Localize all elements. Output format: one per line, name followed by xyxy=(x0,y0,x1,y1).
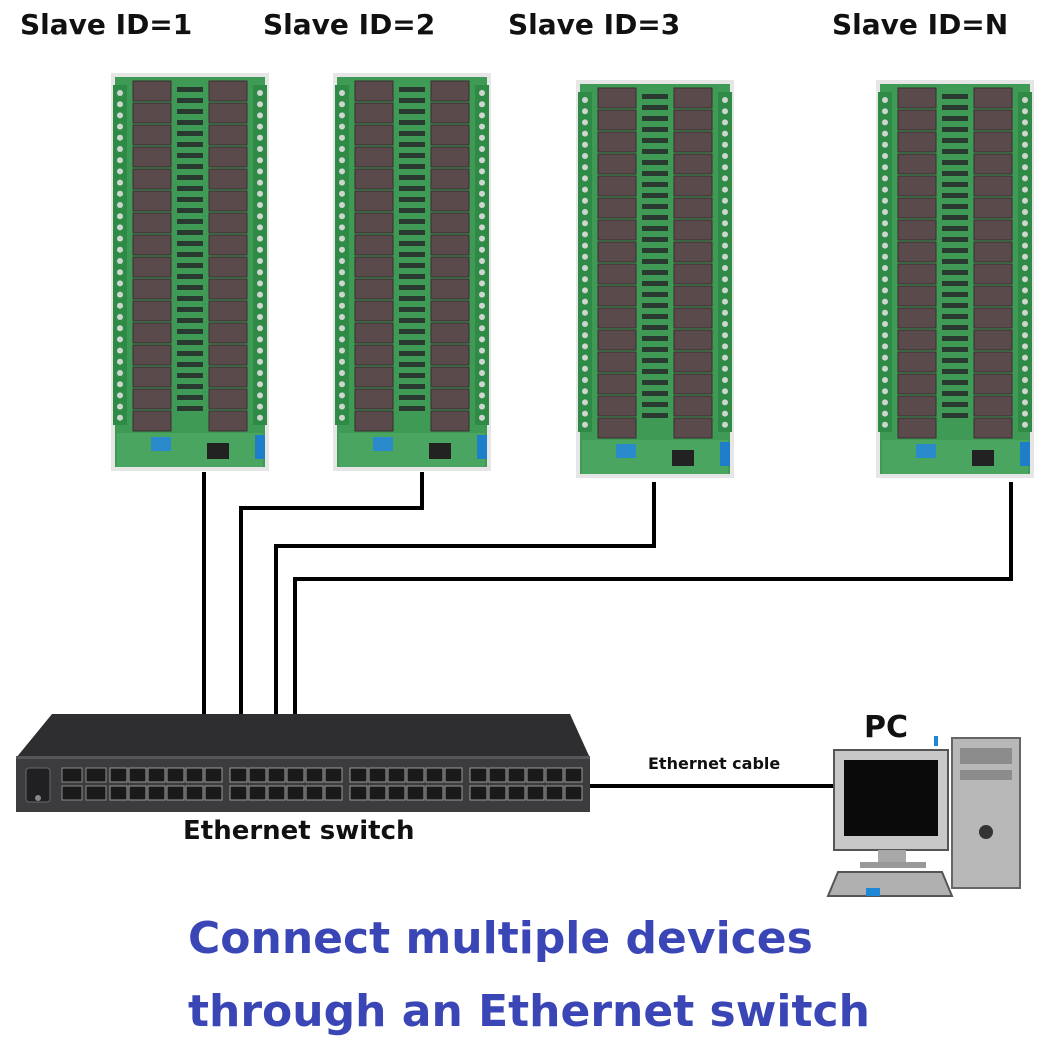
slave-1-label: Slave ID=1 xyxy=(20,8,193,41)
headline-line-1: Connect multiple devices xyxy=(188,913,813,964)
pc-label: PC xyxy=(864,710,909,745)
wire-slave-2 xyxy=(239,472,424,770)
wire-slave-n xyxy=(293,482,1013,770)
relay-board-n xyxy=(876,80,1034,478)
slave-2-label: Slave ID=2 xyxy=(263,8,436,41)
switch-caption: Ethernet switch xyxy=(183,816,415,846)
relay-board-3 xyxy=(576,80,734,478)
slave-n-label: Slave ID=N xyxy=(832,8,1009,41)
slave-3-label: Slave ID=3 xyxy=(508,8,681,41)
relay-board-1 xyxy=(111,73,269,471)
pc-icon xyxy=(826,736,1021,897)
relay-board-2 xyxy=(333,73,491,471)
wire-slave-3 xyxy=(274,482,656,770)
headline-line-2: through an Ethernet switch xyxy=(188,986,870,1037)
ethernet-switch xyxy=(16,714,590,812)
cable-label: Ethernet cable xyxy=(648,754,781,773)
